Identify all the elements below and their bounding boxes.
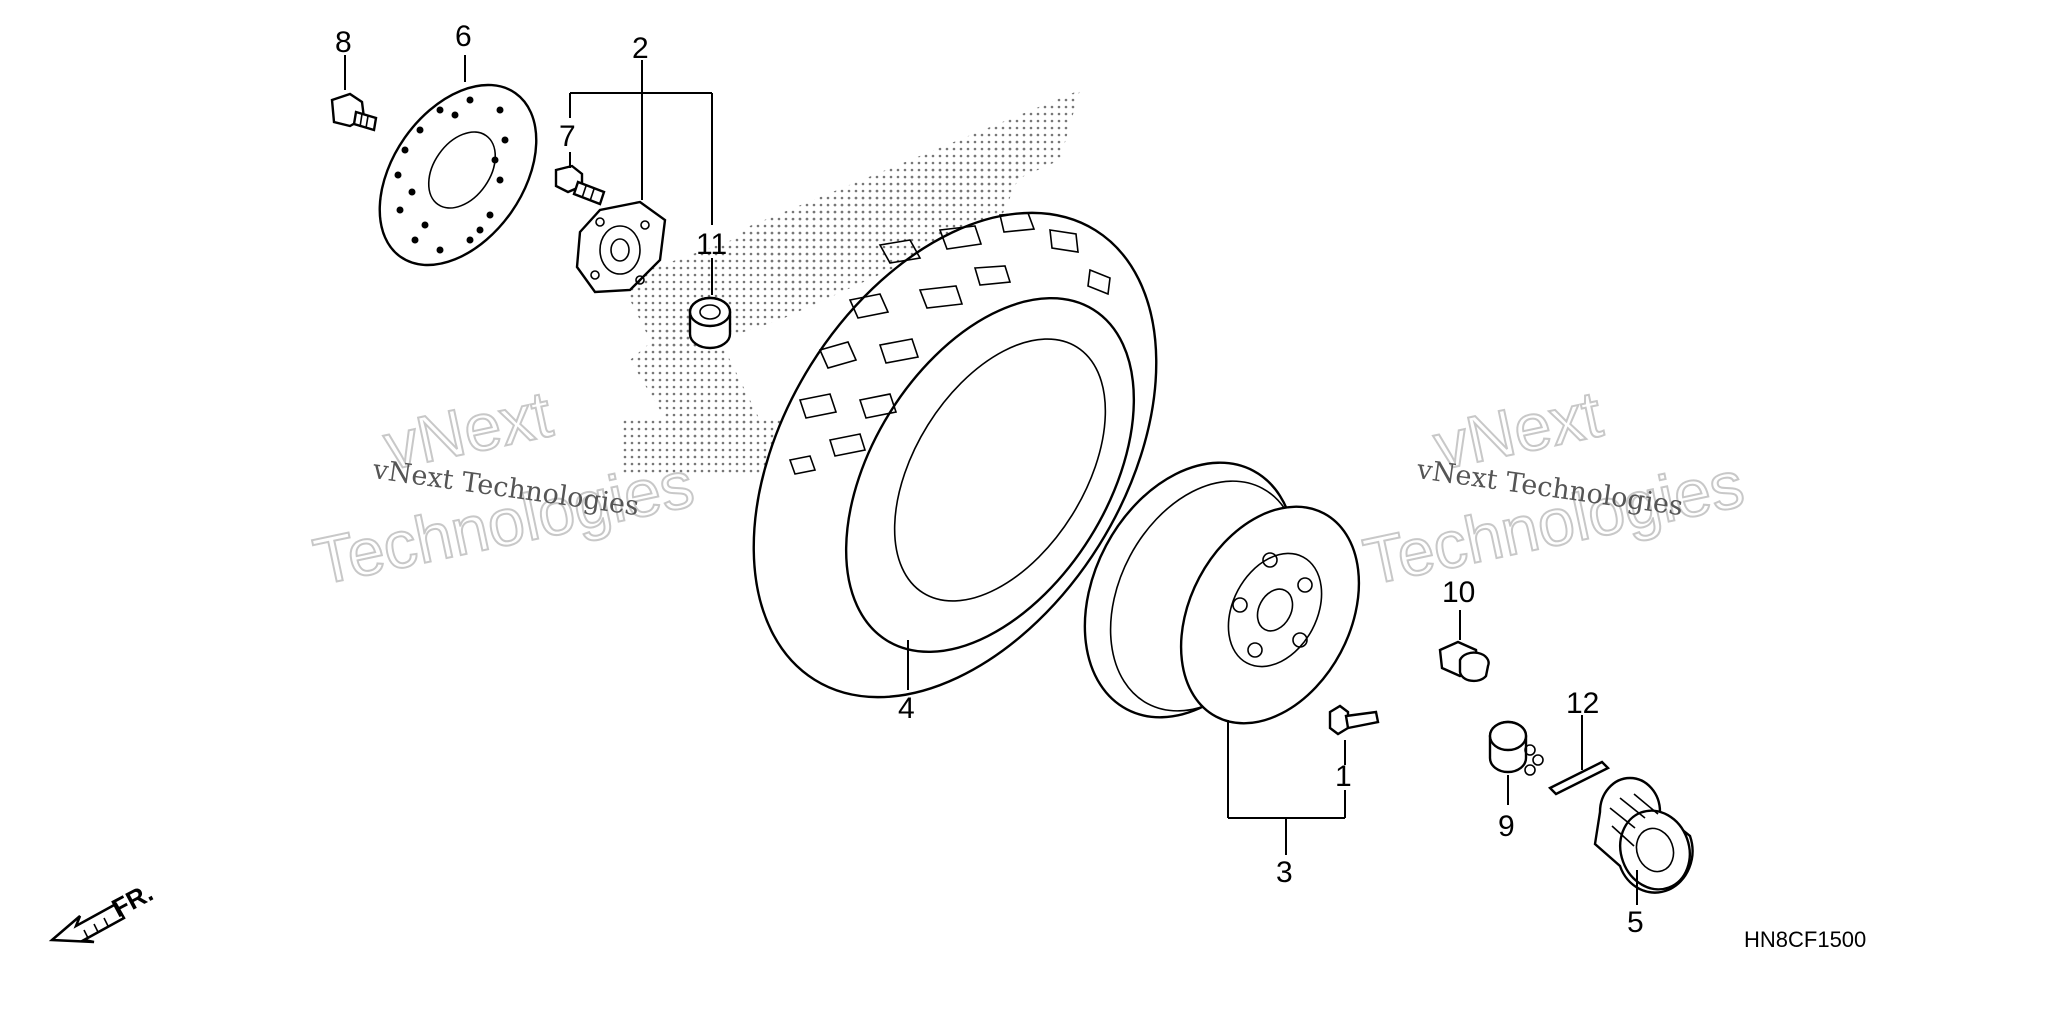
callout-5: 5 xyxy=(1627,906,1644,939)
part-9-hub-cap-inner[interactable] xyxy=(1488,720,1544,776)
callout-6: 6 xyxy=(455,20,472,53)
callout-10: 10 xyxy=(1442,576,1475,609)
callout-labels: 8 6 2 7 11 4 1 3 10 9 12 5 xyxy=(335,20,1644,939)
part-6-brake-disc[interactable] xyxy=(347,56,568,294)
front-direction-indicator: FR. xyxy=(48,877,158,944)
callout-3: 3 xyxy=(1276,856,1293,889)
watermark-right: vNext Technologies vNext Technologies xyxy=(1357,375,1751,599)
callout-12: 12 xyxy=(1566,687,1599,720)
part-11-spacer[interactable] xyxy=(688,296,732,350)
front-direction-arrow-icon xyxy=(48,902,126,944)
part-10-wheel-nut[interactable] xyxy=(1438,640,1490,683)
part-1-air-valve[interactable] xyxy=(1328,704,1380,736)
callout-11: 11 xyxy=(696,228,727,261)
watermark-left-big-2: Technologies xyxy=(308,446,700,598)
diagram-code: HN8CF1500 xyxy=(1744,927,1866,952)
callout-1: 1 xyxy=(1335,760,1352,793)
callout-7: 7 xyxy=(559,120,576,153)
part-7-stud-bolt[interactable] xyxy=(554,164,606,206)
part-4-tire[interactable] xyxy=(670,140,1239,770)
part-2-wheel-hub[interactable] xyxy=(575,200,667,294)
watermark-left: vNext Technologies vNext Technologies xyxy=(307,375,701,599)
part-12-clip[interactable] xyxy=(1547,760,1611,796)
callout-8: 8 xyxy=(335,26,352,59)
callout-2: 2 xyxy=(632,32,649,65)
part-8-bolt[interactable] xyxy=(330,92,378,132)
part-5-hub-cap[interactable] xyxy=(1593,776,1701,899)
leader-lines xyxy=(344,55,1638,905)
part-3-wheel-rim[interactable] xyxy=(1043,426,1395,754)
callout-4: 4 xyxy=(898,692,915,725)
callout-9: 9 xyxy=(1498,810,1515,843)
